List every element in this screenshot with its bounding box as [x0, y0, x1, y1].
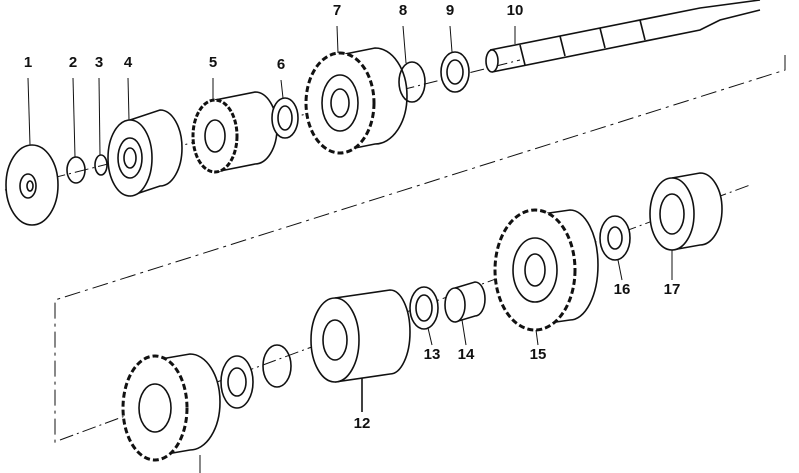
- part-label-6: 6: [276, 56, 286, 73]
- part-label-2: 2: [68, 54, 78, 71]
- part-label-5: 5: [208, 54, 218, 71]
- part-label-13: 13: [423, 346, 441, 363]
- part-label-1: 1: [23, 54, 33, 71]
- part-label-16: 16: [613, 281, 631, 298]
- part-label-10: 10: [506, 2, 524, 19]
- part-1-disc: [5, 144, 59, 226]
- part-label-8: 8: [398, 2, 408, 19]
- part-label-17: 17: [663, 281, 681, 298]
- part-label-12: 12: [353, 415, 371, 432]
- part-label-14: 14: [457, 346, 475, 363]
- part-label-15: 15: [529, 346, 547, 363]
- part-label-3: 3: [94, 54, 104, 71]
- part-label-9: 9: [445, 2, 455, 19]
- part-label-7: 7: [332, 2, 342, 19]
- part-label-4: 4: [123, 54, 133, 71]
